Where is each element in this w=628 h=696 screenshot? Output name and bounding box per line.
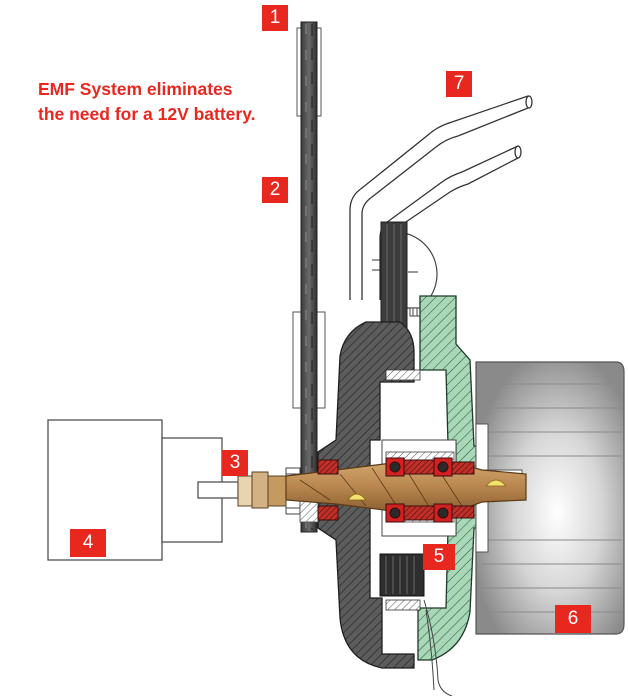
battery-caption: EMF System eliminates the need for a 12V… [38, 77, 256, 127]
callout-badge-4: 4 [70, 529, 106, 557]
wire-leads [349, 95, 533, 300]
callout-badge-2: 2 [262, 177, 288, 203]
rotor-magnets [385, 369, 421, 611]
caption-line-1: EMF System eliminates [38, 79, 233, 99]
callout-badge-7: 7 [446, 71, 472, 97]
callout-badge-1: 1 [262, 5, 288, 31]
callout-badge-3: 3 [222, 450, 248, 476]
generator-coil [379, 553, 453, 696]
callout-badge-5: 5 [423, 544, 455, 570]
pull-rod [292, 21, 326, 533]
bearings [317, 457, 475, 523]
callout-badge-6: 6 [555, 605, 591, 633]
caption-line-2: the need for a 12V battery. [38, 104, 256, 124]
